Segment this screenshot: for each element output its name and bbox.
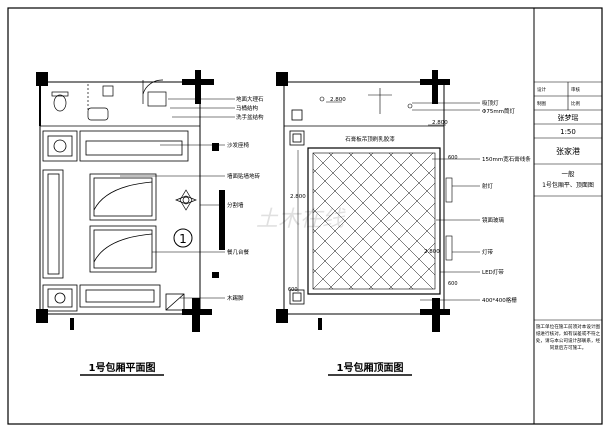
tb-notes: 施工单位在施工前须对本设计图纸进行核对，如有误差或不符之处，请与本公司设计部联系… bbox=[535, 325, 601, 351]
label-sofa: 沙发座椅 bbox=[227, 141, 250, 149]
title-block: 设计 审核 制图 比例 张梦瑶 1:50 张家港 一般 1号包厢平、顶面图 施工… bbox=[533, 7, 603, 425]
label-downlight-b: Φ75mm筒灯 bbox=[482, 107, 516, 115]
floor-plan-room-outline bbox=[39, 81, 201, 315]
mirror-ceiling-frame bbox=[307, 147, 441, 295]
tb-scale: 1:50 bbox=[560, 128, 576, 136]
side-sofa bbox=[42, 169, 64, 279]
column-blocks bbox=[36, 70, 219, 332]
label-led-light: LED灯带 bbox=[482, 268, 504, 276]
label-wall-finish: 墙面贴墙地砖 bbox=[227, 172, 261, 180]
ceiling-top-label: 石膏板吊顶刷乳胶漆 bbox=[345, 135, 395, 143]
label-floor-edge: 木踢脚 bbox=[227, 294, 244, 302]
label-spot-light: 射灯 bbox=[482, 182, 494, 190]
label-mirror-ceiling: 镜面玻璃 bbox=[482, 216, 505, 224]
ceiling-plan: 2.800 2.800 2.800 2.800 600 600 600 石膏板吊… bbox=[276, 70, 531, 376]
tb-drawing-type: 一般 bbox=[562, 169, 576, 178]
compass-ornament-icon bbox=[175, 189, 197, 211]
tb-row1-b: 审核 bbox=[571, 86, 580, 93]
mirror-ceiling-grid bbox=[313, 153, 435, 289]
label-table: 餐几台餐 bbox=[227, 248, 250, 256]
ceiling-column-blocks bbox=[276, 70, 450, 332]
corner-lamps bbox=[289, 109, 305, 305]
strip-lights bbox=[445, 177, 453, 261]
label-trim-line: 150mm宽石膏线条 bbox=[482, 155, 531, 163]
elev-top-right: 2.800 bbox=[432, 120, 448, 126]
label-downlight-a: 吸顶灯 bbox=[482, 99, 499, 107]
plan-leader-lines bbox=[120, 98, 235, 299]
tb-drawing-title: 1号包厢平、顶面图 bbox=[542, 181, 594, 189]
ceiling-room-outline bbox=[283, 81, 445, 315]
watermark: 土木在线 bbox=[256, 207, 346, 232]
label-marble-step: 地面大理石 bbox=[236, 95, 264, 103]
tb-row1-a: 设计 bbox=[537, 86, 546, 93]
ceiling-leader-lines bbox=[412, 102, 480, 301]
sofa-top bbox=[42, 130, 189, 162]
tb-designer: 张梦瑶 bbox=[558, 113, 579, 122]
elev-top-left: 2.800 bbox=[330, 97, 346, 103]
plan-caption: 1号包厢平面图 bbox=[89, 361, 156, 374]
bathroom-fixtures bbox=[51, 79, 167, 121]
room-number: 1 bbox=[179, 232, 187, 246]
dim-bottom: 600 bbox=[288, 287, 298, 293]
label-grille: 400*400格栅 bbox=[482, 296, 517, 304]
dim-side: 600 bbox=[448, 281, 458, 287]
ceiling-caption: 1号包厢顶面图 bbox=[337, 361, 404, 374]
tb-project: 张家港 bbox=[556, 146, 580, 156]
elev-left: 2.800 bbox=[290, 194, 306, 200]
tb-row2-b: 比例 bbox=[571, 100, 580, 107]
label-wash-basin: 洗手盆结构 bbox=[236, 113, 264, 121]
label-feature-wall: 分割墙 bbox=[227, 201, 244, 209]
label-strip-light: 灯带 bbox=[482, 248, 494, 256]
room-number-circle bbox=[173, 228, 193, 248]
elev-right: 2.800 bbox=[424, 249, 440, 255]
tv-cabinet bbox=[219, 190, 225, 250]
label-toilet-fixture: 马桶结构 bbox=[236, 104, 259, 112]
dining-panels bbox=[89, 173, 157, 273]
dim-top: 600 bbox=[448, 155, 458, 161]
sofa-bottom bbox=[42, 284, 185, 312]
floor-plan: 1 地面大理石 马桶结构 洗手盆结构 沙发座椅 墙面贴墙地砖 分割墙 餐几 bbox=[36, 70, 264, 376]
tb-row2-a: 制图 bbox=[537, 100, 546, 107]
ceiling-lamp-icons bbox=[319, 88, 413, 114]
